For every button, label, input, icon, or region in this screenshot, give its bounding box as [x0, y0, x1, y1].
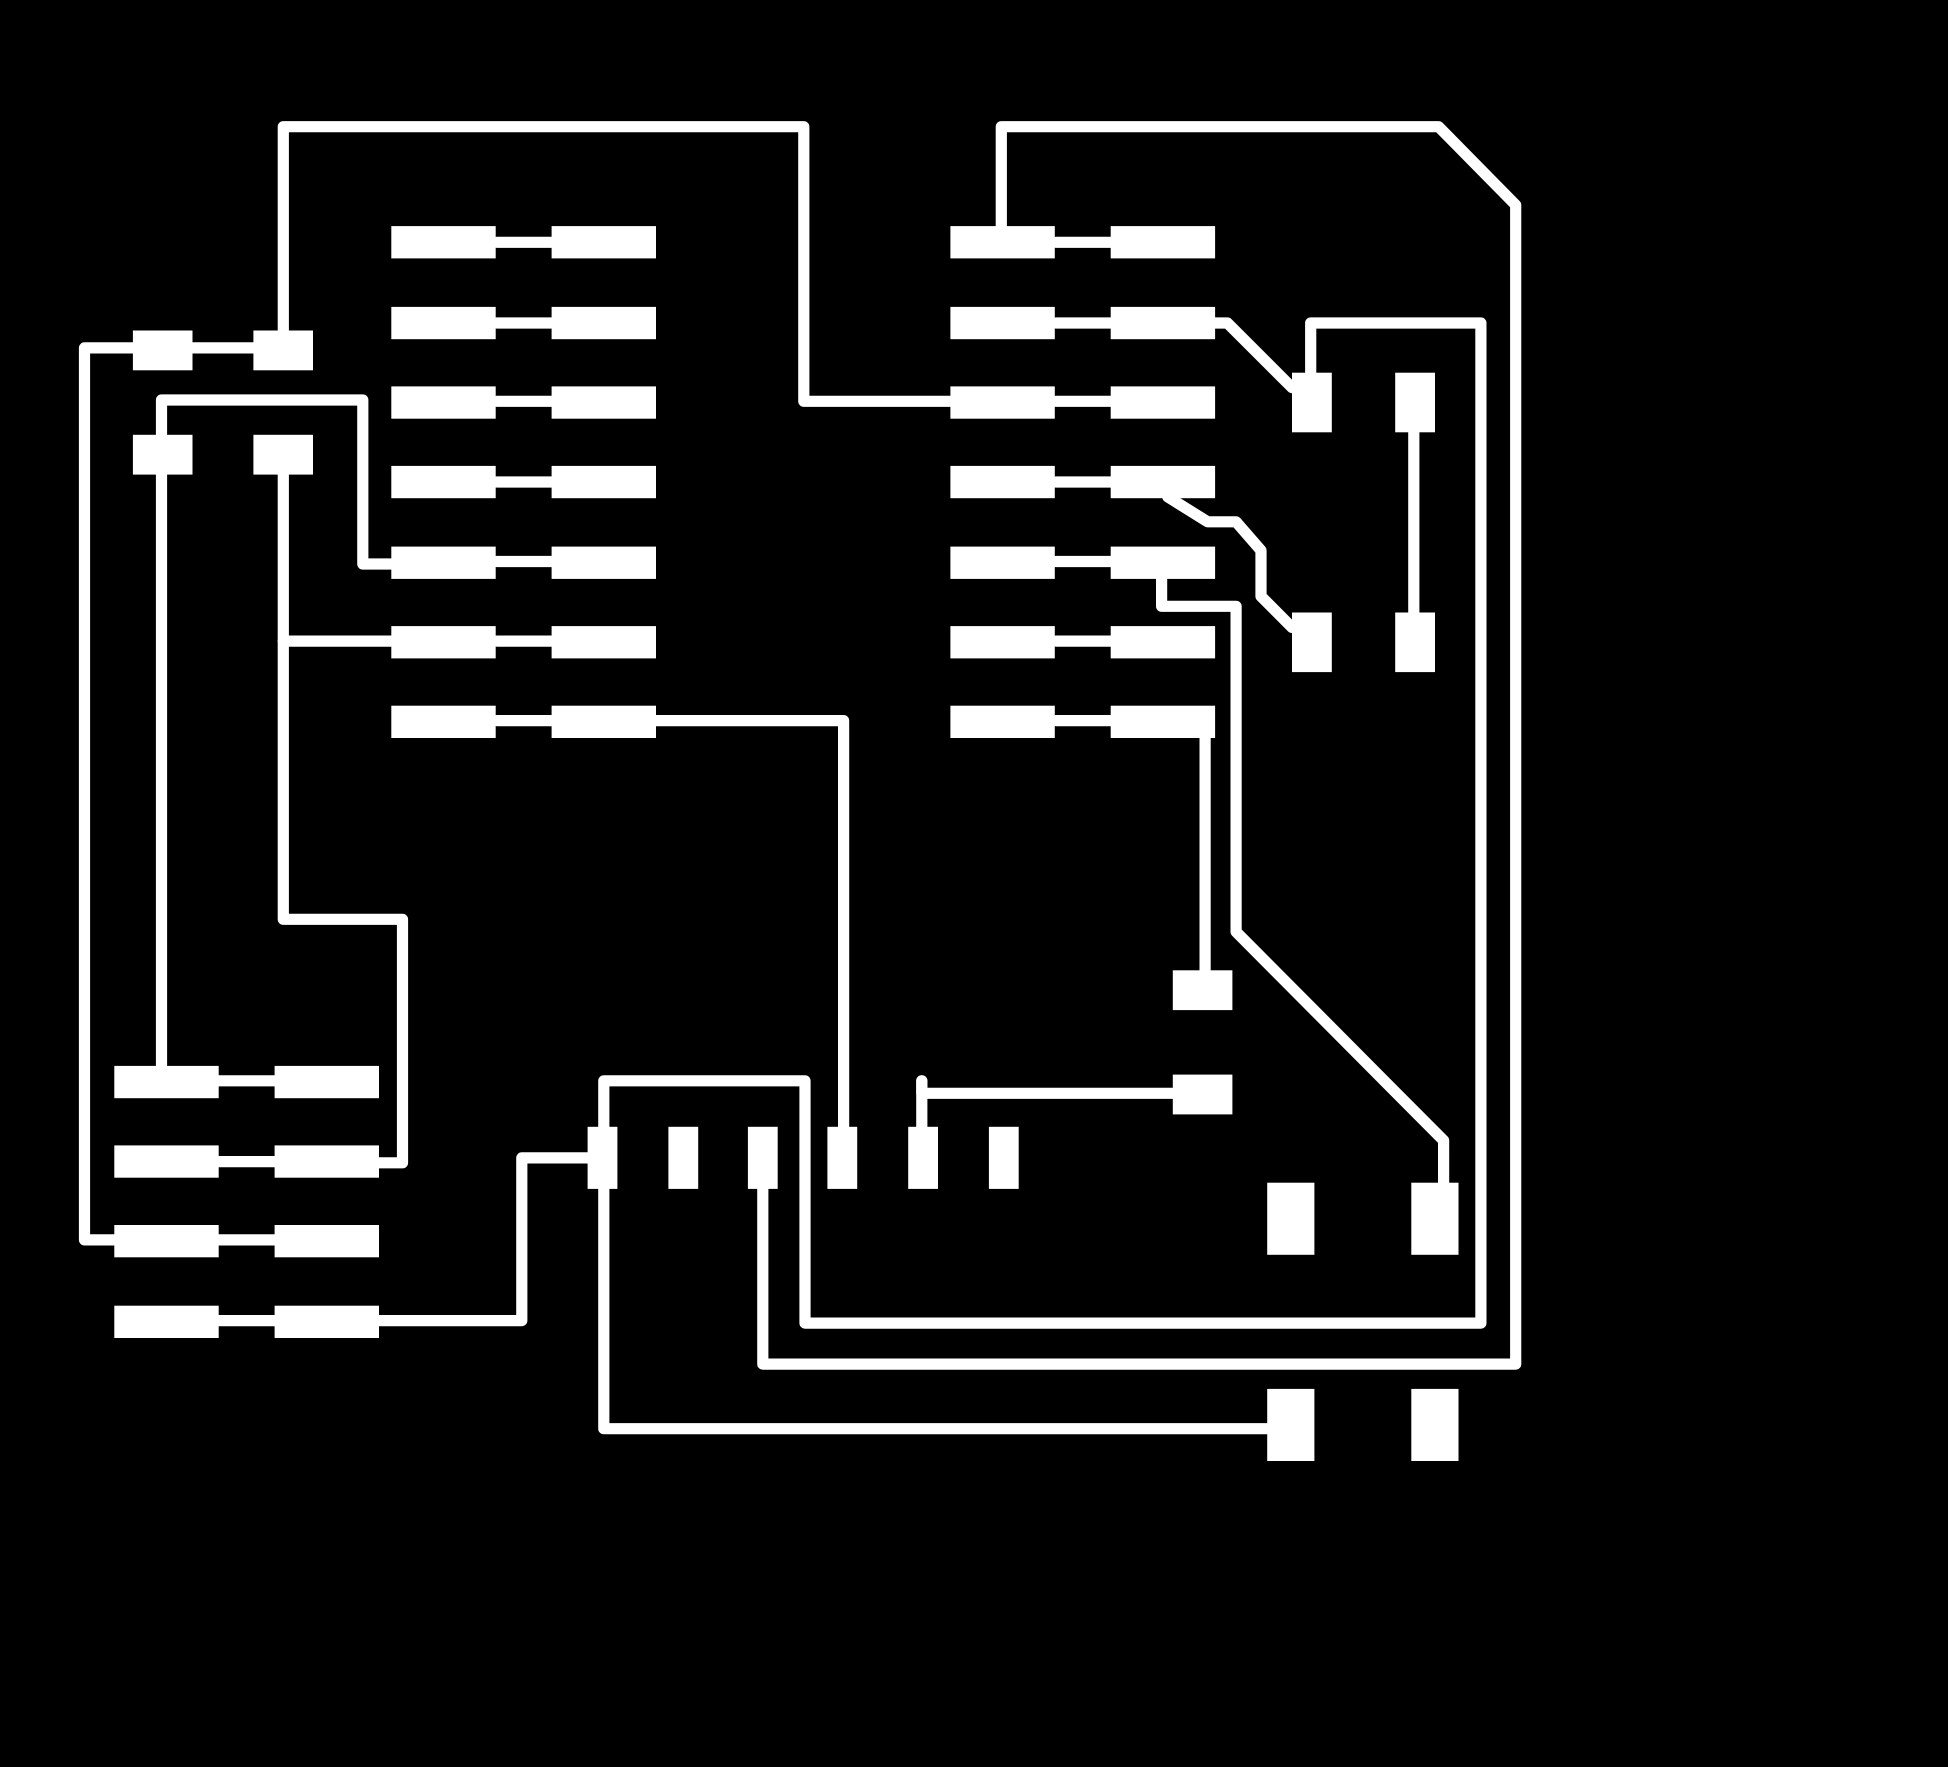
pad [1395, 612, 1435, 673]
pad [551, 465, 656, 499]
trace [598, 317, 1487, 1329]
pad [950, 306, 1055, 340]
pads [114, 226, 1459, 1461]
pad [391, 226, 496, 259]
trace [916, 1075, 1186, 1099]
pad [274, 1225, 379, 1258]
pad [391, 705, 496, 738]
pad [668, 1126, 699, 1189]
pad [747, 1126, 778, 1189]
pad [1172, 970, 1233, 1011]
pad [551, 626, 656, 659]
pad [391, 626, 496, 659]
trace [1209, 317, 1298, 394]
pad [391, 386, 496, 419]
pad [132, 330, 193, 371]
pad [1110, 546, 1216, 579]
pad [950, 465, 1055, 499]
pad [1110, 306, 1216, 340]
pad [391, 546, 496, 579]
trace [277, 121, 963, 407]
pad [274, 1305, 379, 1338]
pad [391, 306, 496, 340]
traces [78, 121, 1522, 1435]
pad [950, 626, 1055, 659]
pad [274, 1065, 379, 1099]
pad [1292, 612, 1332, 673]
pad [1110, 386, 1216, 419]
pad [950, 546, 1055, 579]
pad [1110, 705, 1216, 738]
pad [950, 705, 1055, 738]
trace [78, 342, 143, 1246]
pad [114, 1225, 219, 1258]
trace [277, 447, 409, 1169]
pad [908, 1126, 938, 1189]
trace [367, 1152, 602, 1327]
pad [1411, 1182, 1459, 1255]
pad [1110, 626, 1216, 659]
pad [253, 330, 313, 371]
pad [114, 1305, 219, 1338]
pad [114, 1065, 219, 1099]
pad [391, 465, 496, 499]
pad [1267, 1388, 1315, 1461]
pad [114, 1145, 219, 1178]
pad [950, 386, 1055, 419]
trace [757, 121, 1522, 1370]
pad [551, 386, 656, 419]
pad [551, 705, 656, 738]
pad [1292, 372, 1332, 433]
trace [1162, 491, 1298, 634]
pad [1110, 465, 1216, 499]
pad [551, 226, 656, 259]
trace [155, 394, 401, 570]
trace [598, 1162, 1286, 1435]
trace [647, 714, 850, 1162]
pad [827, 1126, 858, 1189]
trace [1155, 573, 1450, 1199]
pad [587, 1126, 618, 1189]
pad [1267, 1182, 1315, 1255]
pad [1411, 1388, 1459, 1461]
pad [988, 1126, 1019, 1189]
pad [274, 1145, 379, 1178]
pad [950, 226, 1055, 259]
pad [253, 434, 313, 475]
pad [1110, 226, 1216, 259]
pad [132, 434, 193, 475]
pad [551, 546, 656, 579]
pad [1172, 1074, 1233, 1115]
pad [1395, 372, 1435, 433]
pad [551, 306, 656, 340]
